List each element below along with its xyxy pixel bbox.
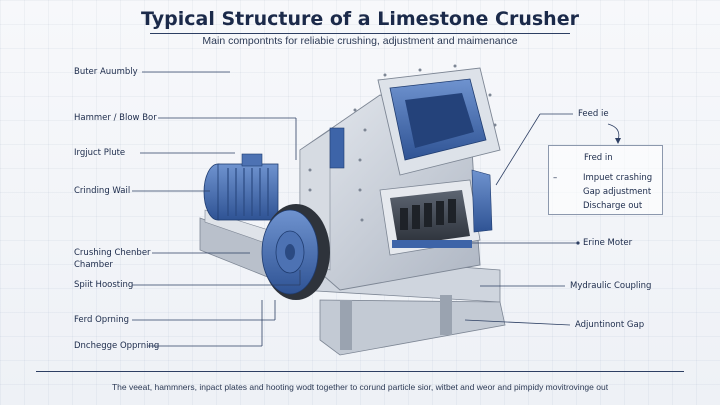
label-impact-plate: Irgjuct Plute [74,148,126,158]
label-adjustment-gap: Adjuntinont Gap [575,320,645,330]
label-feed-in: Feed ie [578,109,609,119]
flywheel [261,204,330,300]
footer-rule [36,371,684,372]
info-box-heading: Fred in [584,153,613,163]
info-item-gap-adjustment: Gap adjustment [583,187,652,197]
page-title: Typical Structure of a Limestone Crusher [141,8,579,30]
label-discharge-opening: Dnchegge Opprning [74,341,160,351]
label-grinding-wall: Crinding Wail [74,186,131,196]
info-item-impact-crushing: Impuet crashing [583,173,653,183]
bullet-marker: – [553,173,558,183]
label-crushing-chamber: Crushing Chenber [74,248,151,258]
label-chamber: Chamber [74,260,113,270]
leader-lines [132,71,620,347]
label-split-housing: Spiit Hoosting [74,280,134,290]
process-info-box: Fred in – Impuet crashing Gap adjustment… [548,145,663,215]
footer-caption: The veeat, hammners, inpact plates and h… [111,382,609,392]
motor [203,153,279,221]
label-hydraulic-coupling: Mydraulic Coupling [570,281,652,291]
label-hammer-blow-bar: Hammer / Blow Bor [74,113,157,123]
label-feed-opening: Ferd Oprning [74,315,130,325]
label-rotor-assembly: Buter Auumbly [74,67,138,77]
label-engine-motor: Erine Moter [583,238,633,248]
info-item-discharge-out: Discharge out [583,201,643,211]
housing [299,64,501,291]
page-subtitle: Main compontnts for reliabie crushing, a… [202,35,518,47]
title-rule [150,33,570,34]
